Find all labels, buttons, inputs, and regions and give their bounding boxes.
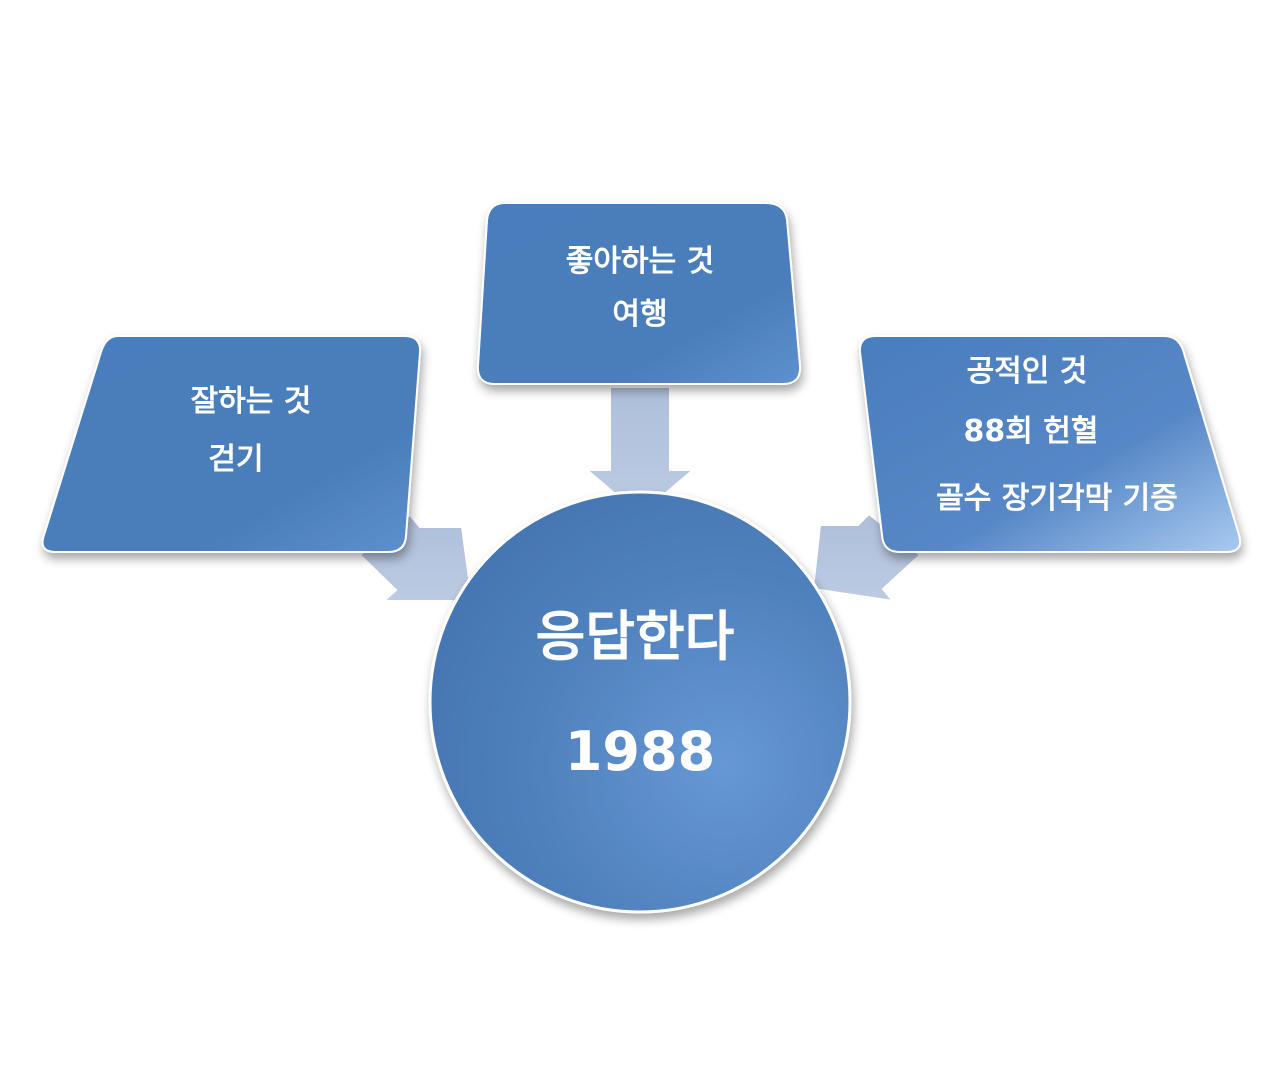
box-like-value: 여행 <box>612 297 667 332</box>
center-year: 1988 <box>565 720 715 783</box>
box-public <box>858 335 1242 553</box>
box-public-title: 공적인 것 <box>967 354 1088 389</box>
box-like-title: 좋아하는 것 <box>566 244 714 279</box>
center-title: 응답한다 <box>536 605 735 668</box>
box-public-value-2: 골수 장기각막 기증 <box>936 481 1178 516</box>
box-public-value-1: 88회 헌혈 <box>964 414 1099 449</box>
box-like <box>476 202 802 385</box>
box-good-at-title: 잘하는 것 <box>191 384 312 419</box>
center-circle <box>428 490 852 914</box>
box-good-at-value: 걷기 <box>208 442 263 477</box>
box-good-at <box>41 335 422 553</box>
